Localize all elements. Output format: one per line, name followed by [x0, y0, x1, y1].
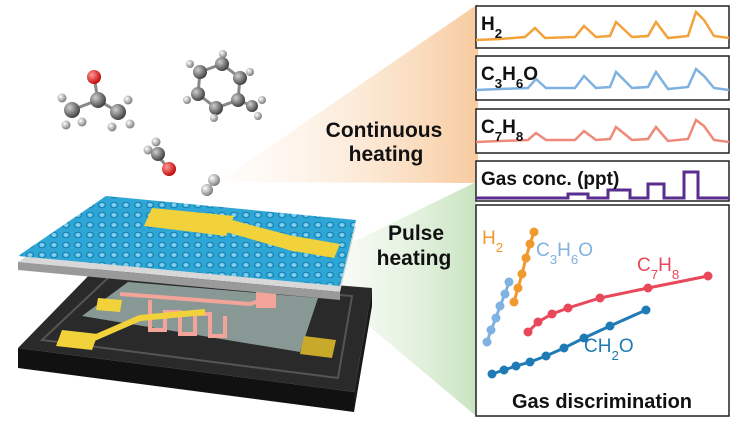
discrimination-label-3: C7H8	[637, 255, 679, 282]
discrimination-point	[487, 369, 497, 379]
signal-trace	[475, 118, 730, 144]
signal-panel-3: C7H8	[475, 108, 730, 154]
discrimination-series-4	[487, 305, 651, 379]
signal-panel-frame	[475, 55, 730, 101]
pulse-heating-beam	[300, 182, 476, 416]
discrimination-point	[491, 313, 501, 323]
signal-panel-frame	[475, 5, 730, 49]
signal-panel-frame	[475, 160, 730, 202]
discrimination-point	[559, 343, 569, 353]
discrimination-point	[509, 297, 519, 307]
graphene-layer	[18, 196, 356, 300]
discrimination-point	[525, 357, 535, 367]
signal-trace	[475, 9, 730, 42]
discrimination-title: Gas discrimination	[512, 391, 692, 413]
signal-panel-label: C7H8	[481, 117, 523, 144]
signal-panel-label: Gas conc. (ppt)	[481, 169, 619, 190]
discrimination-point	[486, 325, 496, 335]
discrimination-series-1	[509, 227, 539, 307]
continuous-heating-beam	[218, 4, 478, 183]
discrimination-label-2: C3H6O	[536, 240, 593, 267]
discrimination-point	[499, 365, 509, 375]
acetone-molecule	[57, 70, 135, 132]
pulse-heating-line2: heating	[377, 247, 452, 270]
signal-panel-label: C3H6O	[481, 64, 538, 91]
top-electrodes	[144, 208, 340, 258]
discrimination-point	[500, 289, 510, 299]
discrimination-point	[541, 351, 551, 361]
discrimination-point	[605, 321, 615, 331]
discrimination-label-4: CH2O	[584, 336, 634, 363]
continuous-heating-line1: Continuous	[326, 119, 443, 142]
discrimination-point	[703, 271, 713, 281]
discrimination-point	[513, 283, 523, 293]
signal-panel-2: C3H6O	[475, 55, 730, 101]
microheater	[119, 290, 276, 338]
discrimination-point	[641, 305, 651, 315]
discrimination-point	[482, 337, 492, 347]
discrimination-point	[579, 333, 589, 343]
discrimination-point	[521, 253, 531, 263]
discrimination-point	[495, 301, 505, 311]
signal-panel-frame	[475, 108, 730, 154]
signal-panel-1: H2	[475, 5, 730, 49]
discrimination-point	[511, 361, 521, 371]
signal-trace	[475, 66, 730, 92]
toluene-molecule	[183, 50, 266, 122]
bottom-electrodes	[56, 298, 336, 358]
pulse-heating-label: Pulse heating	[377, 222, 452, 270]
discrimination-point	[517, 269, 527, 279]
pulse-heating-line1: Pulse	[388, 222, 444, 245]
formaldehyde-molecule	[143, 137, 176, 176]
discrimination-series-3	[523, 271, 713, 337]
signal-trace	[476, 170, 729, 200]
hydrogen-molecule	[201, 174, 220, 196]
discrimination-point	[529, 227, 539, 237]
discrimination-point	[504, 277, 514, 287]
discrimination-point	[643, 283, 653, 293]
discrimination-point	[523, 327, 533, 337]
discrimination-point	[547, 309, 557, 319]
discrimination-point	[563, 303, 573, 313]
discrimination-frame	[475, 204, 730, 417]
discrimination-point	[533, 317, 543, 327]
signal-panel-label: H2	[481, 14, 502, 41]
discrimination-series-2	[482, 277, 514, 347]
discrimination-point	[525, 239, 535, 249]
continuous-heating-label: Continuous heating	[326, 119, 443, 166]
discrimination-label-1: H2	[482, 228, 503, 255]
signal-panel-4: Gas conc. (ppt)	[475, 160, 730, 202]
continuous-heating-line2: heating	[349, 143, 424, 166]
discrimination-point	[595, 293, 605, 303]
discrimination-curves	[482, 227, 713, 379]
